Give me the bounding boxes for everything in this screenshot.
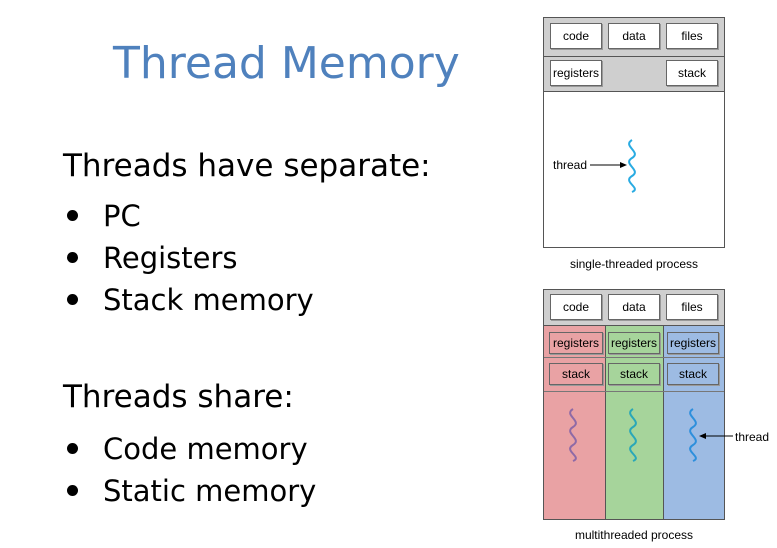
single-band-divider [544, 56, 724, 57]
single-thread-label: thread [553, 158, 588, 172]
multi-thread-arrow-icon [699, 433, 733, 439]
thread2-registers-box: registers [608, 332, 660, 354]
single-registers-box: registers [550, 60, 602, 86]
multi-data-box: data [608, 294, 660, 320]
single-caption: single-threaded process [569, 257, 699, 271]
multi-caption: multithreaded process [574, 528, 694, 542]
single-data-box: data [608, 23, 660, 49]
single-code-box: code [550, 23, 602, 49]
single-stack-box: stack [666, 60, 718, 86]
separate-heading: Threads have separate: [63, 148, 431, 184]
list-item: Registers [63, 237, 314, 279]
list-item: Static memory [63, 470, 316, 512]
list-item: Stack memory [63, 279, 314, 321]
share-list: Code memory Static memory [63, 428, 316, 512]
single-files-box: files [666, 23, 718, 49]
thread1-registers-box: registers [549, 332, 603, 354]
slide-title: Thread Memory [113, 38, 460, 89]
thread3-squiggle-icon [689, 408, 697, 462]
thread2-squiggle-icon [629, 408, 637, 462]
multi-files-box: files [666, 294, 718, 320]
thread3-registers-box: registers [667, 332, 719, 354]
multi-thread-label: thread [735, 430, 770, 444]
multi-code-box: code [550, 294, 602, 320]
list-item: Code memory [63, 428, 316, 470]
thread1-squiggle-icon [569, 408, 577, 462]
thread3-stack-box: stack [667, 363, 719, 385]
thread1-stack-box: stack [549, 363, 603, 385]
separate-list: PC Registers Stack memory [63, 195, 314, 321]
thread2-stack-box: stack [608, 363, 660, 385]
multi-row-divider [544, 391, 724, 392]
multi-row-divider [544, 357, 724, 358]
share-heading: Threads share: [63, 379, 294, 415]
single-thread-icon [590, 139, 636, 193]
list-item: PC [63, 195, 314, 237]
thread-column-3 [664, 326, 724, 519]
